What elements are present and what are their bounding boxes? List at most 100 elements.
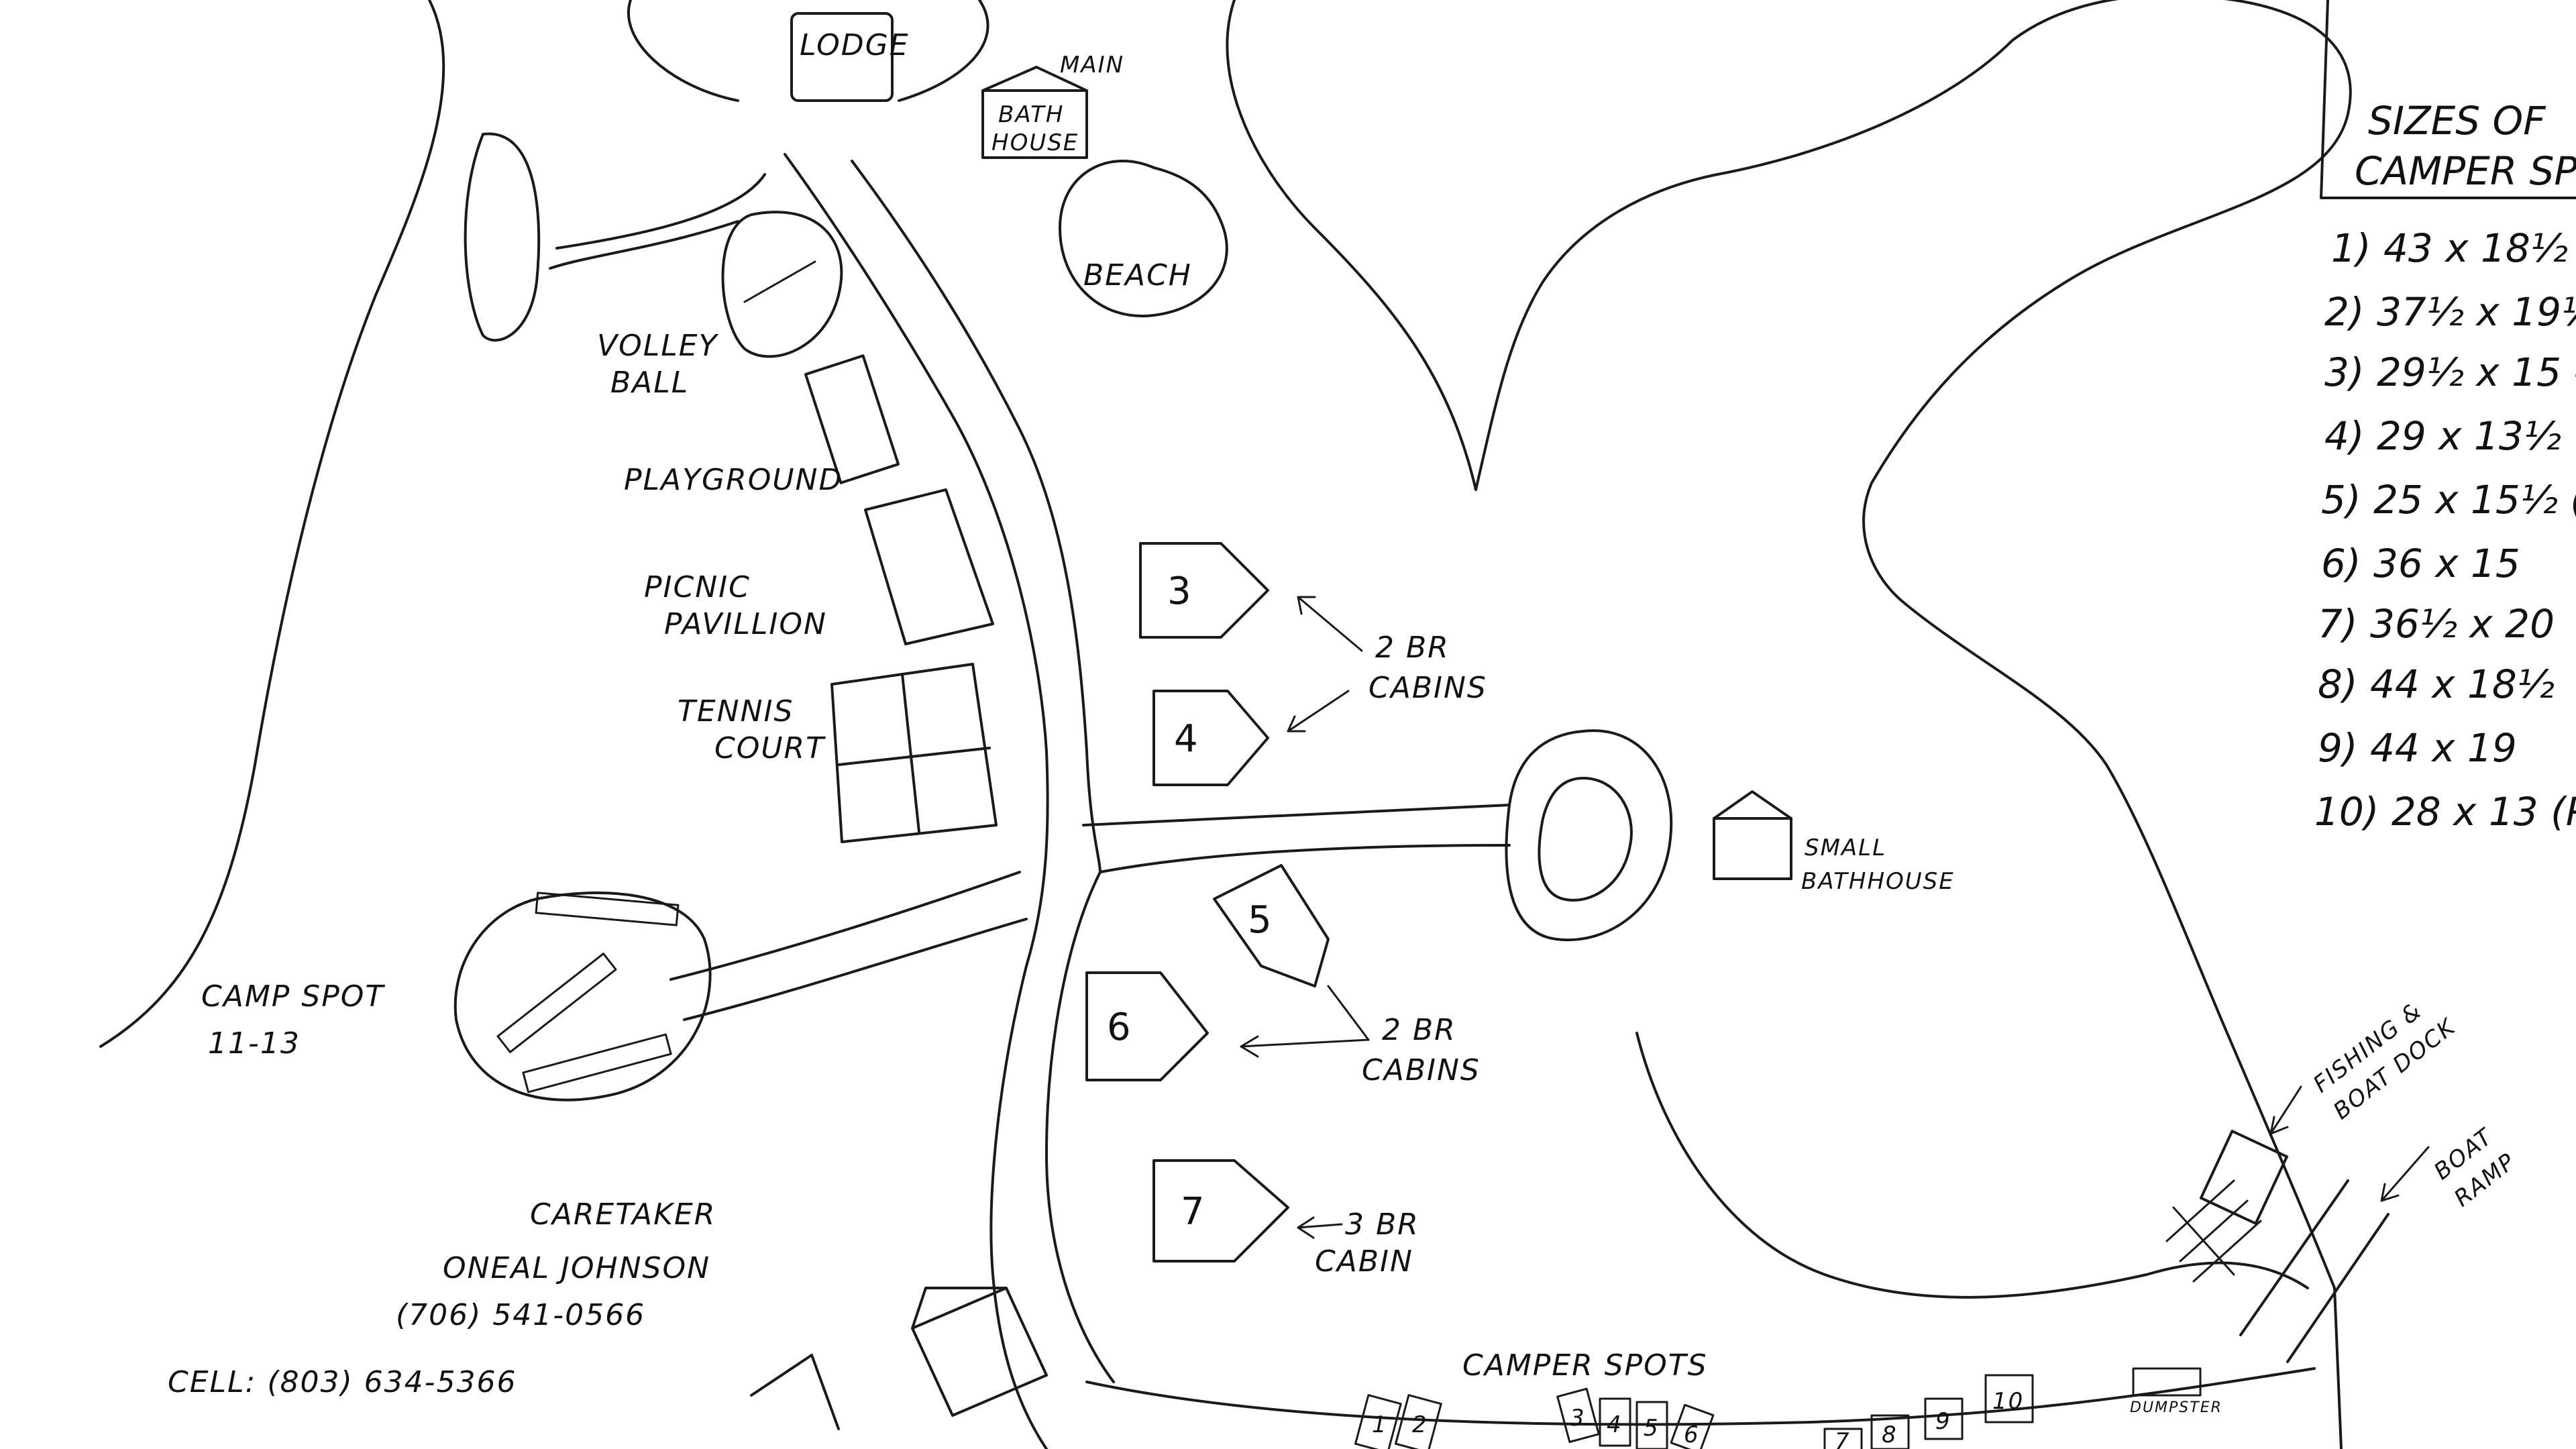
upper-cabins-arrow-2 (1287, 690, 1350, 733)
sizes-item: 9) 44 x 19 (2318, 725, 2517, 771)
playground-label: PLAYGROUND (624, 463, 843, 497)
camper-spot-number-4: 4 (1607, 1411, 1623, 1438)
three-br-arrow (1297, 1216, 1343, 1239)
sizes-item: 1) 43 x 18½ (2331, 225, 2568, 271)
camp-pad-13 (522, 1033, 672, 1093)
lower-cabins-label-2: CABINS (1362, 1053, 1481, 1087)
sizes-item: 8) 44 x 18½ (2318, 661, 2555, 707)
camper-spot-number-1: 1 (1372, 1411, 1388, 1438)
camp-spot-area (453, 891, 712, 1102)
lower-cabins-label-1: 2 BR (1382, 1013, 1456, 1047)
sizes-item: 3) 29½ x 15 - (2324, 350, 2576, 395)
fishing-dock (2199, 1130, 2289, 1225)
camp-pad-11 (535, 892, 680, 926)
picnic-pavilion (864, 488, 994, 645)
west-shoreline (99, 0, 445, 1048)
beach-label: BEACH (1083, 258, 1192, 292)
main-road-west (784, 153, 1049, 1449)
camper-spot-8 (1870, 1414, 1910, 1449)
boat-ramp (2239, 1179, 2390, 1363)
cabin-6 (1085, 971, 1209, 1081)
cabin-7 (1152, 1159, 1289, 1263)
main-bathhouse-label-1: BATH (998, 101, 1064, 128)
tennis-court (830, 663, 998, 843)
lodge-grounds (627, 0, 989, 102)
camper-spot-5 (1635, 1401, 1668, 1449)
camper-spot-number-2: 2 (1412, 1411, 1428, 1438)
road-to-campspot-2 (683, 918, 1028, 1021)
lake-shoreline (1226, 0, 2352, 1449)
main-bathhouse-icon (981, 66, 1088, 159)
camper-spot-2 (1394, 1394, 1442, 1449)
camper-spot-10 (1984, 1374, 2034, 1424)
house-porch (750, 1354, 840, 1430)
roundabout-inner (1538, 777, 1633, 902)
camper-spot-number-10: 10 (1992, 1388, 2024, 1415)
camper-spot-number-7: 7 (1835, 1428, 1851, 1449)
caretaker-phone: (706) 541-0566 (396, 1298, 645, 1332)
volleyball-label-1: VOLLEY (597, 329, 719, 363)
sizes-item: 10) 28 x 13 (Po (2314, 789, 2576, 835)
camp-spot-label-1: CAMP SPOT (201, 979, 385, 1014)
small-bathhouse-icon (1713, 790, 1792, 880)
camper-spot-4 (1599, 1397, 1631, 1447)
road-to-circle-south (1099, 844, 1511, 873)
sizes-list: 1) 43 x 18½ 2) 37½ x 19½ 3) 29½ x 15 - 4… (2314, 225, 2576, 835)
cabin-5-number: 5 (1248, 898, 1272, 942)
camper-spots-label: CAMPER SPOTS (1462, 1348, 1708, 1383)
volleyball-label-2: BALL (610, 366, 689, 400)
main-road-east (851, 160, 1115, 1383)
dock-pilings (2165, 1179, 2262, 1283)
fishing-arrow (2269, 1085, 2302, 1135)
three-br-label-2: CABIN (1315, 1244, 1413, 1279)
dumpster-label: DUMPSTER (2130, 1399, 2222, 1416)
parking-oval (464, 132, 541, 342)
cabin-4-number: 4 (1174, 717, 1198, 761)
sizes-item: 2) 37½ x 19½ (2324, 289, 2576, 335)
cabin-3-number: 3 (1167, 570, 1191, 613)
caretaker-title: CARETAKER (530, 1197, 716, 1232)
sizes-heading-1: SIZES OF (2368, 98, 2546, 144)
upper-cabins-label-2: CABINS (1368, 671, 1487, 705)
cabin-5 (1213, 864, 1330, 987)
cabin-4 (1152, 690, 1269, 786)
upper-cabins-arrow-1 (1297, 596, 1363, 652)
lodge-building (790, 12, 894, 102)
sizes-item: 7) 36½ x 20 (2318, 601, 2555, 647)
tennis-label-2: COURT (714, 731, 826, 765)
camper-spot-9 (1924, 1397, 1964, 1440)
camp-pad-12 (496, 953, 617, 1053)
picnic-label-1: PICNIC (644, 570, 751, 604)
sizes-item: 5) 25 x 15½ ( (2321, 477, 2576, 523)
small-bathhouse-label-2: BATHHOUSE (1801, 868, 1955, 895)
lodge-path (549, 173, 766, 270)
roundabout-outer (1505, 729, 1673, 942)
main-bathhouse-label-2: HOUSE (991, 129, 1079, 156)
camper-spot-number-5: 5 (1644, 1415, 1660, 1442)
playground-area (804, 354, 900, 484)
sizes-underline (2320, 0, 2576, 199)
cabin-6-number: 6 (1107, 1006, 1131, 1049)
main-bathhouse-top-label: MAIN (1060, 52, 1124, 78)
sizes-item: 6) 36 x 15 (2321, 541, 2520, 586)
three-br-label-1: 3 BR (1345, 1208, 1419, 1242)
volleyball-court (721, 211, 843, 358)
sizes-item: 4) 29 x 13½ (2324, 413, 2561, 459)
camper-spot-number-6: 6 (1684, 1421, 1700, 1448)
camp-spot-label-2: 11-13 (208, 1026, 301, 1061)
camper-spot-markers (1354, 1374, 2034, 1449)
volleyball-net (743, 260, 816, 303)
upper-cabins-label-1: 2 BR (1375, 631, 1450, 665)
tennis-label-1: TENNIS (678, 694, 794, 729)
camper-spot-1 (1354, 1394, 1402, 1449)
camper-spot-6 (1670, 1403, 1715, 1449)
camper-spot-number-8: 8 (1882, 1421, 1898, 1448)
lake-shoreline-south (1635, 1032, 2309, 1299)
camper-spot-3 (1556, 1387, 1600, 1444)
house-sketch (911, 1287, 1048, 1417)
lodge-label: LODGE (800, 28, 910, 62)
caretaker-name: ONEAL JOHNSON (443, 1251, 710, 1285)
boat-ramp-arrow (2380, 1146, 2430, 1202)
lower-cabins-arrow (1240, 985, 1370, 1058)
